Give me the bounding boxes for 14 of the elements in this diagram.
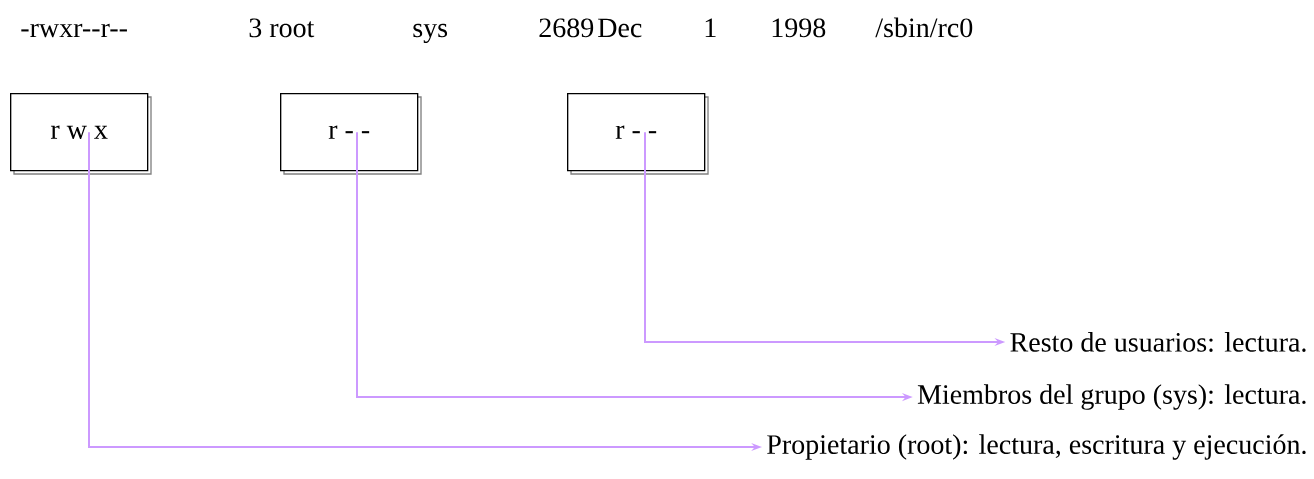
listing-field: Dec bbox=[598, 18, 642, 38]
permission-description: Propietario (root): lectura, escritura y ejecución. bbox=[767, 434, 1306, 460]
listing-field: sys bbox=[413, 23, 448, 44]
listing-field: -rwxr--r-- bbox=[21, 23, 127, 38]
permission-description: Miembros del grupo (sys): lectura. bbox=[917, 384, 1306, 410]
listing-field: /sbin/rc0 bbox=[875, 17, 973, 38]
permission-description: Resto de usuarios: lectura. bbox=[1010, 332, 1306, 352]
permission-box: r - - bbox=[567, 93, 709, 175]
permission-box: r w x bbox=[10, 93, 152, 175]
listing-field: 1 bbox=[705, 18, 716, 37]
permission-box: r - - bbox=[280, 93, 422, 175]
listing-field: 1998 bbox=[772, 18, 826, 38]
listing-field: 2689 bbox=[539, 18, 594, 38]
listing-field: 3 root bbox=[249, 18, 315, 38]
